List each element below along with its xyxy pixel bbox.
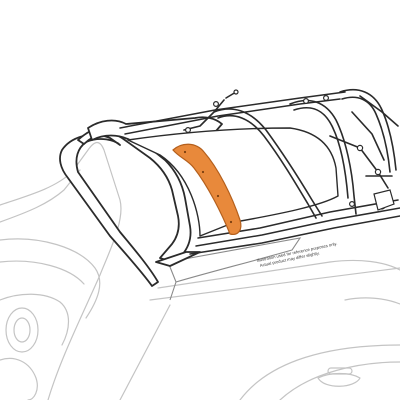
bracket	[373, 189, 395, 211]
pivot-bolt	[185, 126, 192, 133]
pad-rivet	[201, 170, 205, 174]
pivot-bolt	[303, 97, 310, 104]
car-body-outline	[0, 141, 400, 400]
linkage-arm-2	[351, 111, 385, 161]
front-rail-outer	[59, 133, 159, 287]
door-handle-recess	[327, 367, 353, 375]
front-hook-bar	[183, 99, 225, 131]
hood-curve-2	[0, 260, 85, 285]
door-handle	[317, 372, 361, 387]
linkage-arm-1	[329, 135, 389, 189]
caption-group: Illustration used for reference purposes…	[256, 241, 338, 268]
side-mirror	[0, 357, 38, 400]
side-rail-lower-2	[195, 207, 400, 247]
dashboard-line	[0, 293, 70, 346]
middle-bow-inner	[217, 114, 317, 219]
front-rail-inner	[77, 125, 192, 263]
side-window-frame	[167, 237, 302, 283]
side-rail-upper-2	[124, 98, 341, 135]
rear-quarter	[329, 259, 400, 271]
windshield-frame	[0, 141, 122, 400]
far-bow	[339, 88, 397, 171]
pivot-bolt	[213, 100, 220, 107]
pad-rivet	[183, 150, 187, 154]
side-window	[167, 237, 302, 301]
pad-rivet	[229, 220, 233, 224]
far-bow-inner	[341, 96, 391, 173]
pad-rivets	[183, 150, 233, 224]
rear-quarter-2	[344, 297, 400, 305]
steering-shape-inner	[13, 317, 31, 343]
middle-bow	[213, 108, 323, 217]
steering-shape	[5, 307, 39, 353]
rear-bow-inner	[293, 106, 349, 199]
pivot-bolt	[374, 168, 382, 176]
highlighted-pad	[172, 143, 242, 235]
door-top-edge	[149, 267, 400, 301]
hood-curve	[0, 238, 101, 319]
door-window-line	[157, 261, 331, 289]
side-rail-upper	[119, 91, 346, 129]
windshield-inner	[0, 169, 81, 223]
side-window-pillar	[169, 281, 177, 301]
pad-rivet	[216, 194, 220, 198]
pivot-bolt	[323, 94, 330, 101]
pivots	[185, 89, 395, 211]
rear-fender-2	[279, 361, 400, 400]
pivot-bolt	[233, 89, 239, 95]
pivot-bolt	[349, 201, 356, 208]
side-rail-lower-3	[189, 215, 400, 255]
door-bottom-edge	[119, 304, 171, 400]
pivot-bolt	[356, 144, 364, 152]
rear-fender	[239, 344, 400, 400]
linkage-arm-3	[359, 95, 399, 127]
